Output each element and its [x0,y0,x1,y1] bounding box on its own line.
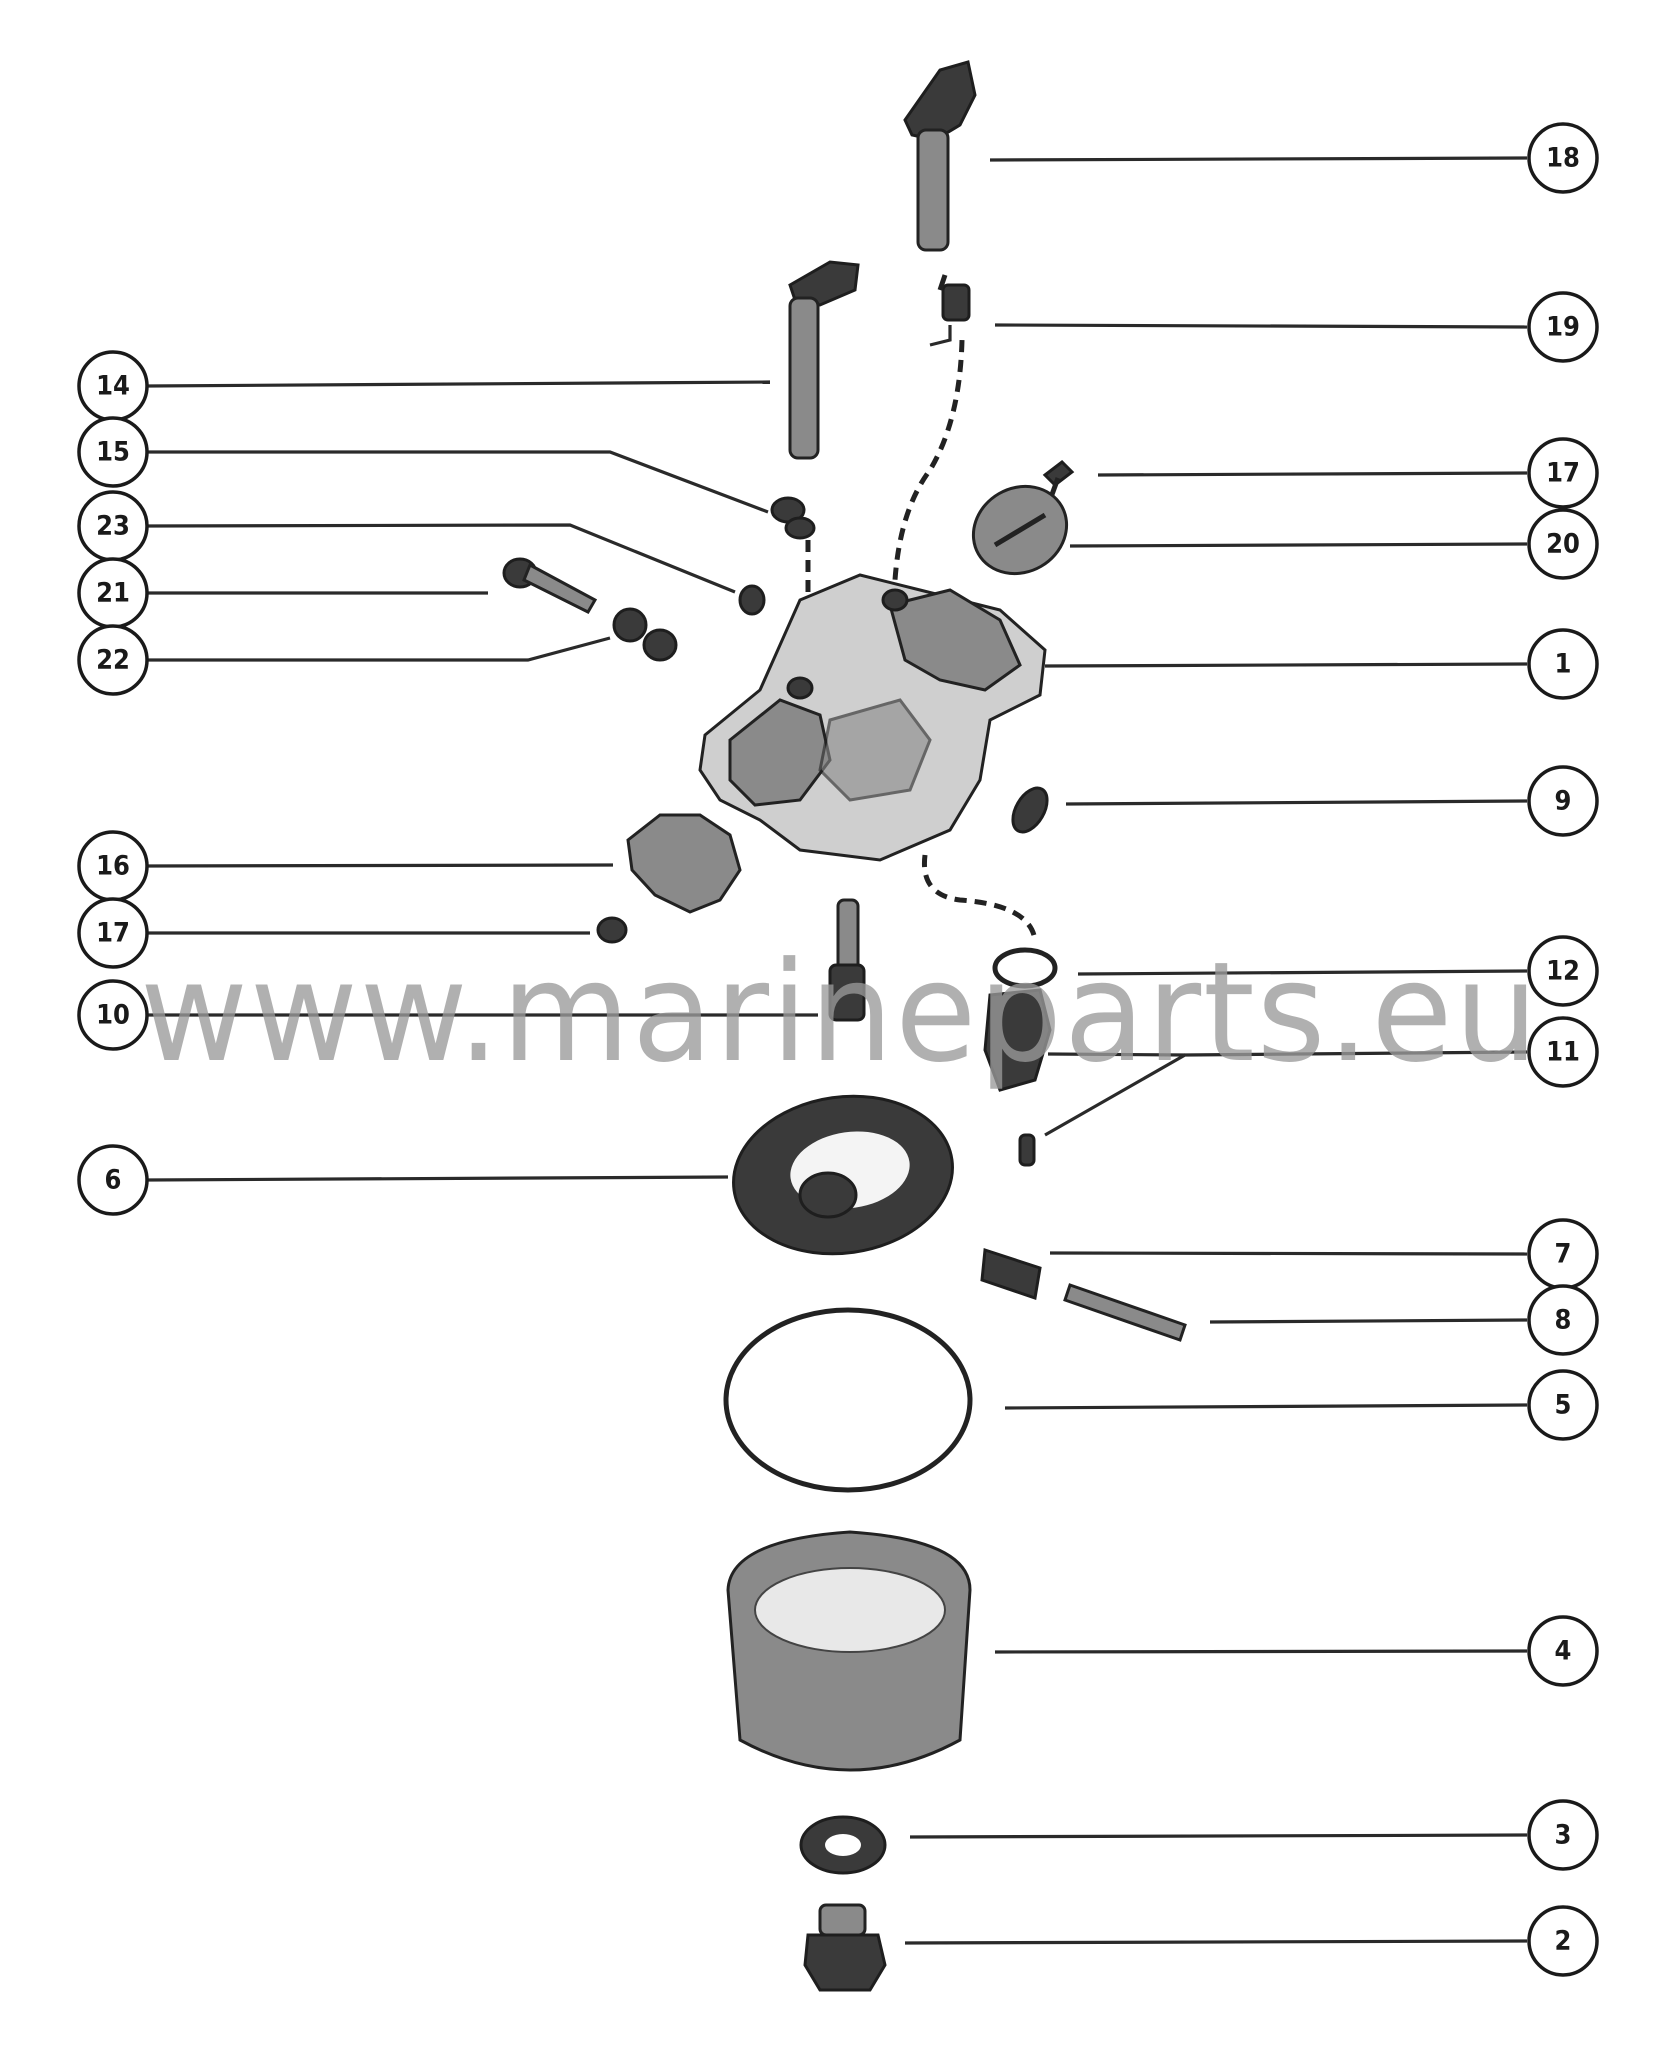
callout-label: 17 [96,918,130,949]
callout: 23 [77,490,149,562]
leader-12 [1077,969,1528,976]
callout: 5 [1527,1369,1599,1441]
callout-label: 22 [96,645,130,676]
callout: 21 [77,557,149,629]
callout: 4 [1527,1615,1599,1687]
leader-11b [1047,1052,1186,1057]
part-idle-screw [502,557,598,614]
leader-14 [146,380,771,388]
part-float [732,1094,954,1256]
callout-label: 1 [1555,649,1572,680]
leader-2 [904,1939,1528,1945]
callout-label: 17 [1546,458,1580,489]
leader-8 [1209,1318,1528,1324]
leader-16 [146,863,614,868]
callout-label: 19 [1546,312,1580,343]
leader-19 [994,323,1528,329]
part-throttle-shaft-upper [903,60,977,252]
callout: 16 [77,830,149,902]
watermark-text: www.marineparts.eu [140,932,1540,1093]
callout-label: 2 [1555,1926,1572,1957]
leader-5 [1004,1403,1528,1410]
parts-drawing [502,60,1187,1992]
callout-label: 10 [96,1000,130,1031]
part-float-valve [983,988,1052,1167]
callout: 22 [77,624,149,696]
part-o-ring [992,947,1058,989]
part-throttle-plate [971,484,1069,576]
callout-label: 18 [1546,143,1580,174]
callout-label: 20 [1546,529,1580,560]
leader-23 [146,523,736,594]
callout: 20 [1527,508,1599,580]
part-hinge-pin [1063,1283,1187,1342]
callout: 6 [77,1144,149,1216]
part-screw-lower [596,916,628,944]
callout-label: 21 [96,578,130,609]
leader-15 [147,450,769,514]
leader-9 [1065,799,1528,806]
callout: 10 [77,979,149,1051]
callout: 3 [1527,1799,1599,1871]
callout-label: 3 [1555,1820,1572,1851]
part-carburetor-body [698,573,1047,862]
leader-3 [909,1833,1528,1839]
leader-20 [1069,542,1528,548]
leader-18 [989,156,1528,162]
leader-6 [146,1175,729,1182]
callout: 11 [1527,1016,1599,1088]
part-bowl-gasket [723,1307,973,1493]
part-nut [612,607,678,662]
part-washer [799,1815,887,1875]
callout-label: 9 [1555,786,1572,817]
callout-label: 8 [1555,1305,1572,1336]
leader-17-upper [1097,471,1528,477]
callout-label: 4 [1555,1636,1572,1667]
part-choke-spring [770,496,816,540]
part-choke-plate [626,813,742,914]
callout: 15 [77,416,149,488]
callout-label: 14 [96,371,130,402]
callout-label: 6 [105,1165,122,1196]
leader-lines [146,156,1528,1945]
callout-label: 11 [1546,1037,1580,1068]
callout: 19 [1527,291,1599,363]
part-needle-seat [1011,786,1049,834]
callout: 7 [1527,1218,1599,1290]
part-float-pin [980,1247,1042,1300]
callout: 17 [77,897,149,969]
callout: 1 [1527,628,1599,700]
callout: 14 [77,350,149,422]
callout: 9 [1527,765,1599,837]
callout: 12 [1527,935,1599,1007]
leader-4 [994,1649,1528,1654]
callout: 8 [1527,1284,1599,1356]
callout-label: 5 [1555,1390,1572,1421]
leader-7 [1049,1251,1528,1256]
callout-label: 16 [96,851,130,882]
callout-label: 7 [1555,1239,1572,1270]
part-main-jet [828,898,866,1022]
part-spring-upper [929,274,971,347]
callout: 18 [1527,122,1599,194]
callout-label: 23 [96,511,130,542]
callout-label: 15 [96,437,130,468]
callout: 17 [1527,437,1599,509]
part-choke-shaft [788,260,860,460]
part-plug [738,584,766,616]
part-bowl-nut [803,1903,887,1992]
leader-1 [1044,662,1528,668]
leader-22 [147,636,611,662]
callout-label: 12 [1546,956,1580,987]
callout: 2 [1527,1905,1599,1977]
part-float-bowl [726,1530,972,1772]
